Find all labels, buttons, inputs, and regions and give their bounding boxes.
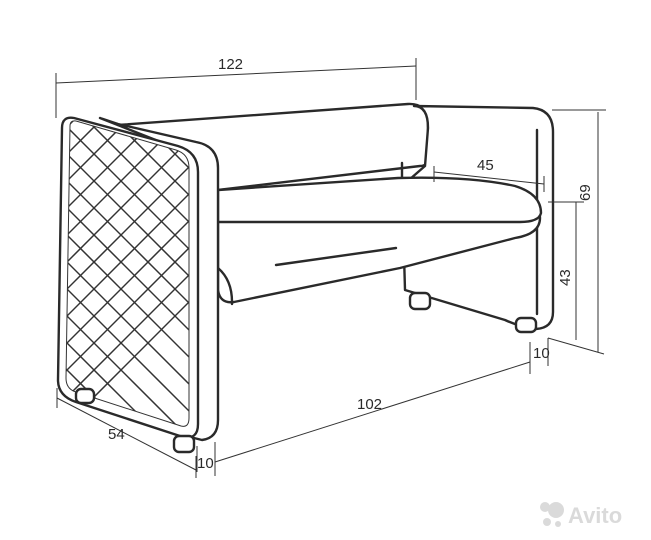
dimension-seat-depth: 45 bbox=[433, 157, 545, 192]
sofa-left-armrest bbox=[0, 100, 220, 460]
dimension-total-height: 69 bbox=[547, 109, 606, 355]
sofa-seat bbox=[216, 176, 543, 306]
quilt-stitch-line bbox=[66, 120, 189, 427]
dim-label-total-width: 122 bbox=[218, 56, 243, 73]
sofa-left-legs bbox=[74, 387, 196, 454]
quilted-pattern bbox=[0, 100, 189, 460]
quilt-stitch-line bbox=[66, 120, 189, 427]
quilt-stitch-line bbox=[66, 120, 189, 427]
dimension-depth: 54 bbox=[56, 388, 197, 478]
quilt-stitch-line bbox=[66, 120, 189, 427]
watermark-text: Avito bbox=[568, 503, 622, 528]
quilt-stitch-line bbox=[66, 120, 185, 427]
dim-label-total-height: 69 bbox=[577, 184, 594, 201]
quilt-stitch-line bbox=[66, 120, 189, 427]
dimension-seat-height: 43 bbox=[548, 201, 584, 340]
quilt-stitch-line bbox=[66, 120, 189, 427]
quilt-stitch-line bbox=[66, 120, 189, 427]
dim-label-depth: 54 bbox=[108, 426, 125, 443]
dimension-leg-right: 10 bbox=[529, 338, 550, 372]
quilt-stitch-line bbox=[66, 120, 189, 427]
quilt-stitch-line bbox=[66, 120, 189, 427]
sofa-right-legs bbox=[408, 291, 538, 334]
quilt-stitch-line bbox=[66, 120, 176, 427]
dim-label-leg-left: 10 bbox=[197, 455, 214, 472]
quilt-stitch-line bbox=[0, 100, 40, 460]
dimension-leg-left: 10 bbox=[196, 446, 216, 476]
quilt-stitch-line bbox=[66, 120, 189, 427]
quilt-stitch-line bbox=[66, 120, 189, 427]
quilt-stitch-line bbox=[0, 100, 13, 460]
dim-label-seat-height: 43 bbox=[557, 269, 574, 286]
dim-label-seat-depth: 45 bbox=[477, 157, 494, 174]
quilt-stitch-line bbox=[66, 120, 149, 427]
dim-label-inner-width: 102 bbox=[357, 396, 382, 413]
avito-dots-logo-icon bbox=[540, 502, 564, 527]
dimension-inner-width: 102 bbox=[214, 350, 531, 476]
quilt-stitch-line bbox=[66, 120, 189, 427]
avito-watermark: Avito bbox=[540, 502, 622, 528]
quilt-stitch-line bbox=[66, 120, 189, 427]
dim-label-leg-right: 10 bbox=[533, 345, 550, 362]
quilt-stitch-line bbox=[93, 120, 189, 427]
quilt-stitch-line bbox=[66, 120, 189, 427]
quilt-stitch-line bbox=[120, 120, 189, 427]
dimension-total-width: 122 bbox=[55, 56, 417, 118]
quilt-stitch-line bbox=[66, 120, 189, 427]
quilt-stitch-line bbox=[66, 120, 189, 427]
